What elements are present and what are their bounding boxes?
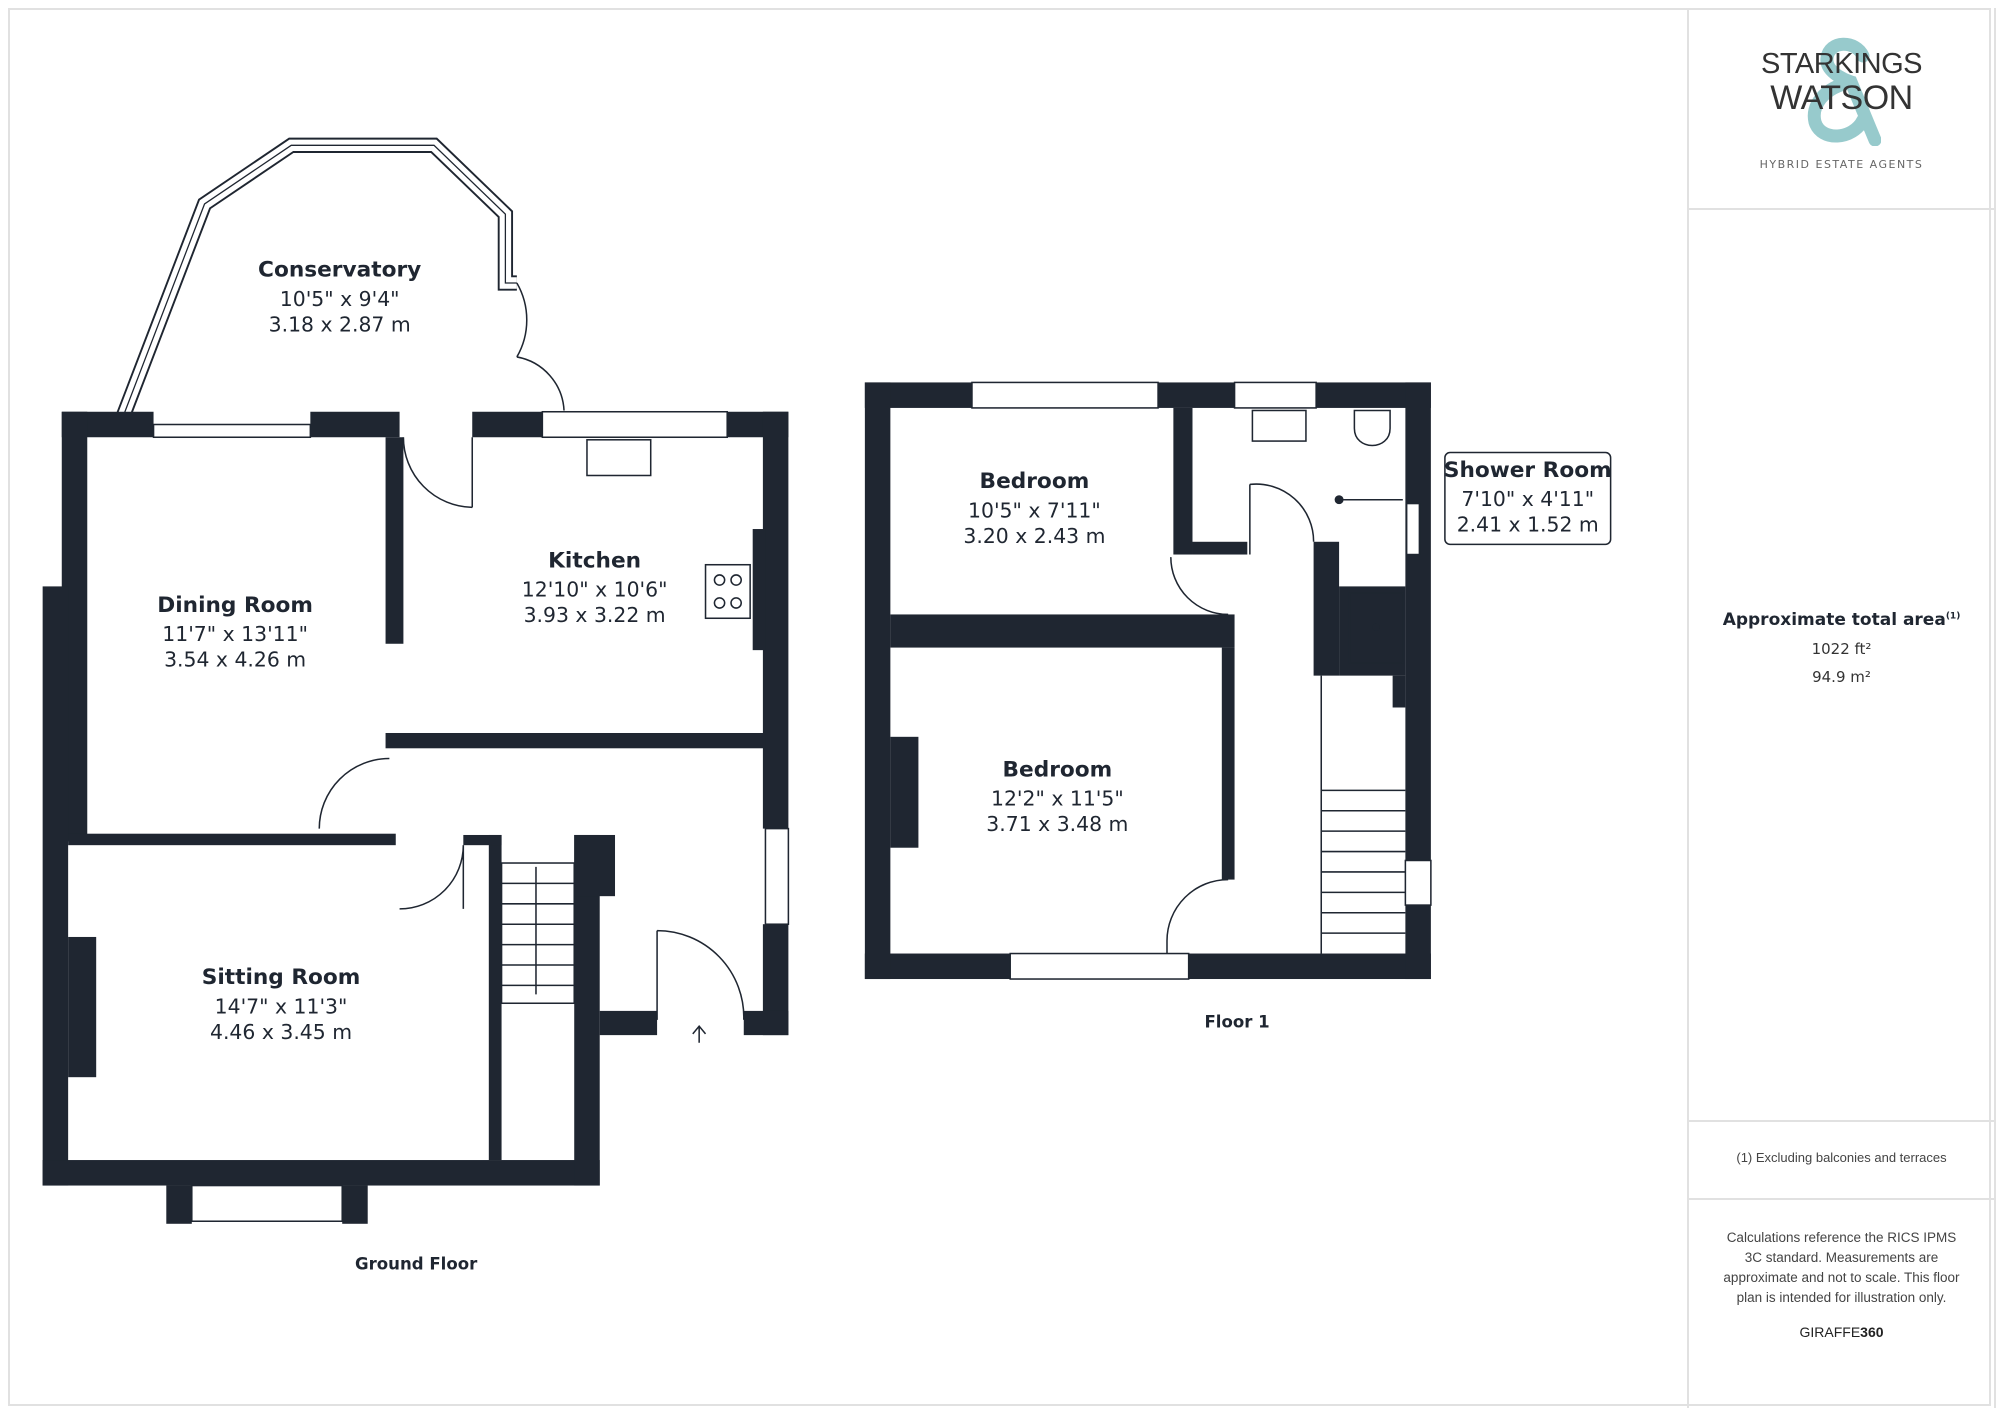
room-metric: 4.46 x 3.45 m — [210, 1020, 352, 1044]
floor-label: Ground Floor — [355, 1255, 478, 1274]
area-ft: 1022 ft² — [1811, 640, 1872, 658]
floor-1-plan: Bedroom 10'5" x 7'11" 3.20 x 2.43 m Bedr… — [864, 381, 1612, 1031]
room-name: Shower Room — [1444, 458, 1612, 483]
room-metric: 2.41 x 1.52 m — [1457, 513, 1599, 537]
room-name: Bedroom — [980, 469, 1090, 494]
room-metric: 3.18 x 2.87 m — [269, 312, 411, 336]
room-name: Bedroom — [1003, 757, 1113, 782]
area-title: Approximate total area — [1722, 610, 1946, 630]
disclaimer: Calculations reference the RICS IPMS 3C … — [1723, 1230, 1960, 1305]
room-name: Conservatory — [258, 258, 421, 283]
room-name: Dining Room — [157, 593, 313, 618]
info-panel: STARKINGS WATSON HYBRID ESTATE AGENTS Ap… — [1687, 8, 1996, 1408]
room-imperial: 12'2" x 11'5" — [991, 787, 1124, 811]
room-imperial: 11'7" x 13'11" — [162, 622, 308, 646]
total-area: Approximate total area(1) 1022 ft² 94.9 … — [1689, 210, 1994, 1122]
room-name: Kitchen — [548, 548, 641, 573]
ground-floor-plan: Conservatory 10'5" x 9'4" 3.18 x 2.87 m … — [42, 137, 790, 1274]
room-imperial: 7'10" x 4'11" — [1461, 487, 1594, 511]
disclaimer-section: Calculations reference the RICS IPMS 3C … — [1689, 1200, 1994, 1342]
credit-b: 360 — [1860, 1324, 1884, 1340]
logo-line2: WATSON — [1770, 79, 1913, 117]
area-m: 94.9 m² — [1812, 668, 1871, 686]
area-footnote-marker: (1) — [1945, 611, 1961, 622]
brand-logo: STARKINGS WATSON HYBRID ESTATE AGENTS — [1689, 8, 1994, 210]
entrance-arrow-icon — [692, 1024, 707, 1043]
credit-a: GIRAFFE — [1799, 1324, 1861, 1340]
room-metric: 3.93 x 3.22 m — [524, 603, 666, 627]
room-imperial: 10'5" x 7'11" — [968, 499, 1101, 523]
shower-pointer-dot — [1334, 495, 1344, 505]
page-frame — [8, 8, 1991, 1406]
room-metric: 3.54 x 4.26 m — [164, 648, 306, 672]
room-imperial: 12'10" x 10'6" — [522, 578, 668, 602]
room-name: Sitting Room — [202, 965, 361, 990]
room-metric: 3.20 x 2.43 m — [963, 524, 1105, 548]
logo-tagline: HYBRID ESTATE AGENTS — [1759, 158, 1924, 171]
room-metric: 3.71 x 3.48 m — [986, 812, 1128, 836]
ampersand-logo-mark — [1807, 37, 1881, 146]
logo-line1: STARKINGS — [1761, 48, 1922, 80]
shower-room-callout — [1444, 451, 1612, 546]
floor-label: Floor 1 — [1204, 1012, 1269, 1031]
footnote: (1) Excluding balconies and terraces — [1689, 1122, 1994, 1200]
room-imperial: 10'5" x 9'4" — [280, 287, 400, 311]
giraffe360-credit: GIRAFFE360 — [1719, 1322, 1964, 1342]
room-imperial: 14'7" x 11'3" — [215, 994, 348, 1018]
